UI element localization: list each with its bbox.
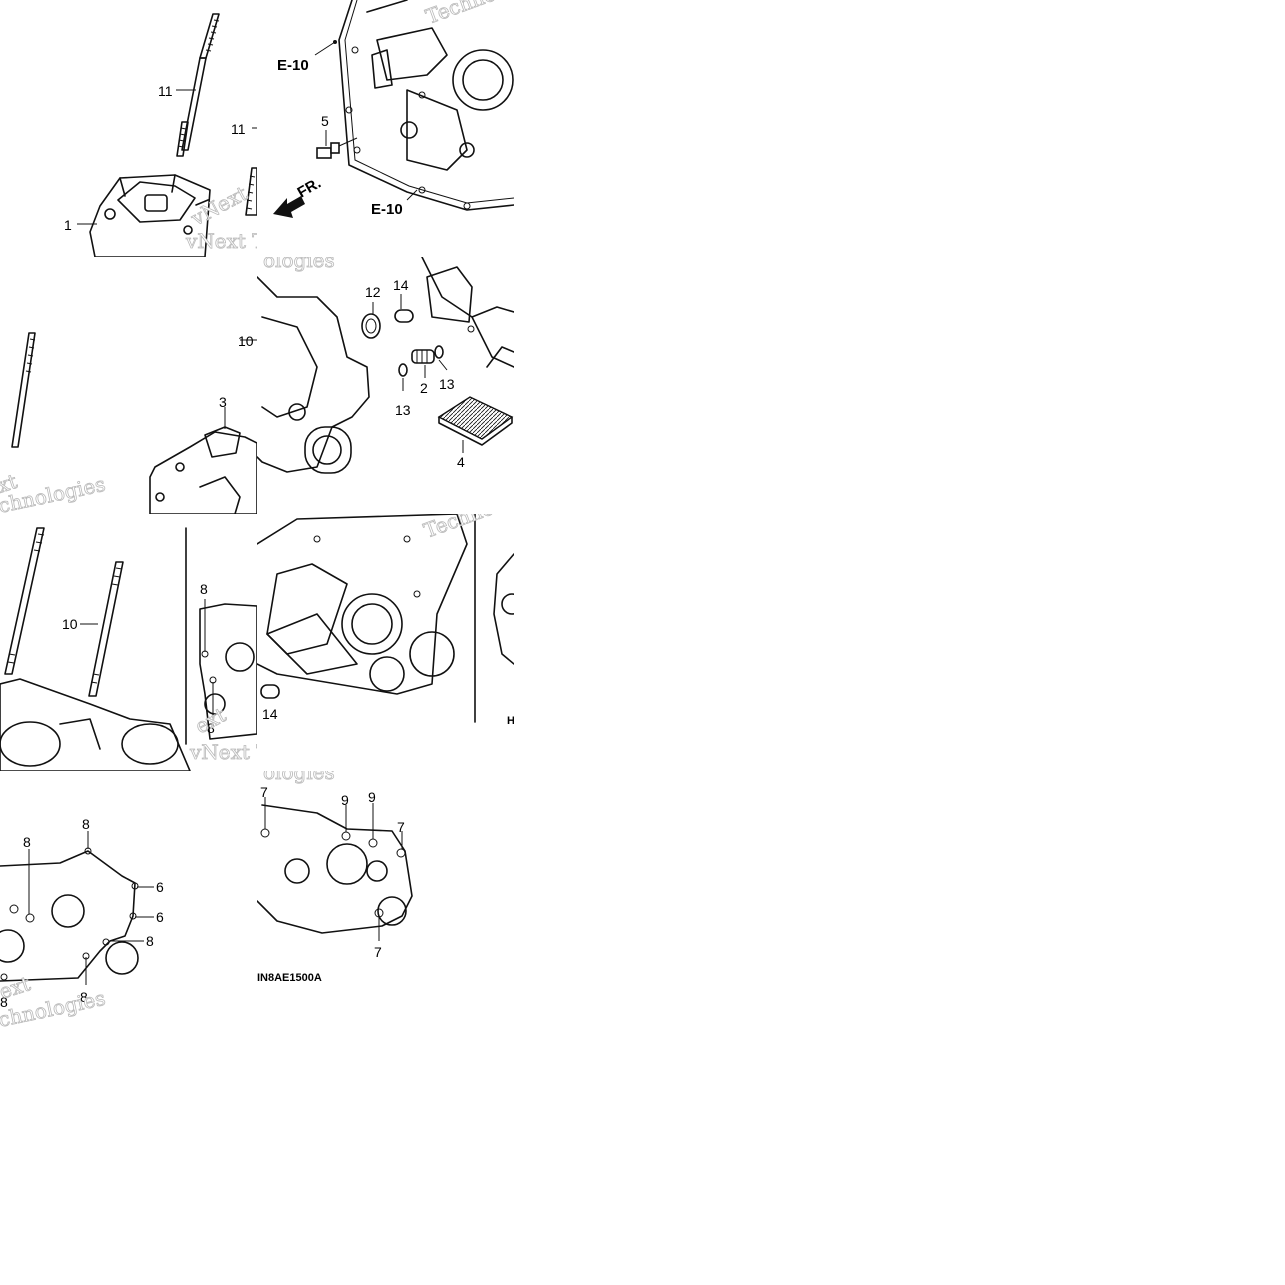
gasket-edge xyxy=(493,553,514,665)
stud-bolt-10 xyxy=(11,332,36,448)
reference-dot xyxy=(333,40,337,44)
gasket-diagram-right xyxy=(257,804,413,934)
callout-label: 13 xyxy=(439,376,455,392)
front-direction-arrow: FR. xyxy=(273,175,324,218)
callout-label: 7 xyxy=(260,784,268,800)
diagram-tile-upper-left: 11 1 11 vNext Te vNext xyxy=(0,0,257,257)
watermark-text: chnologies xyxy=(0,472,107,514)
cylinder-head xyxy=(0,678,191,771)
callout-label: 8 xyxy=(146,933,154,949)
callout-label: 12 xyxy=(365,284,381,300)
watermark-text: ologies xyxy=(263,771,335,784)
gasket-diagram xyxy=(0,847,139,982)
callout-label: 4 xyxy=(457,454,465,470)
watermark-text: vNext xyxy=(186,181,251,231)
reference-label-e10: E-10 xyxy=(277,57,309,74)
watermark-text: vNext Tec xyxy=(189,740,257,764)
callout-label: 8 xyxy=(0,994,8,1010)
callout-label: 1 xyxy=(64,217,72,233)
o-ring-13 xyxy=(398,345,444,377)
diagram-tile-lower-left: 10 8 8 vNext Tec ext xyxy=(0,514,257,771)
callout-label: 8 xyxy=(23,834,31,850)
diagram-tile-lower-right: 14 H Techno xyxy=(257,514,514,771)
crankcase-outline xyxy=(338,0,514,211)
crankcase-left xyxy=(257,276,370,474)
dowel-pin-14 xyxy=(394,309,414,323)
callout-label: 10 xyxy=(62,616,78,632)
callout-label: 8 xyxy=(200,581,208,597)
oil-pressure-switch-5 xyxy=(316,130,358,159)
callout-label: 5 xyxy=(321,113,329,129)
oil-seal-12 xyxy=(361,313,381,339)
callout-label: 2 xyxy=(420,380,428,396)
callout-label: 6 xyxy=(156,879,164,895)
callout-label: 14 xyxy=(262,706,278,722)
diagram-code: IN8AE1500A xyxy=(257,972,322,984)
watermark-text: Techno xyxy=(421,514,497,543)
reference-leader xyxy=(406,189,418,201)
crankcase-bottom xyxy=(257,514,468,695)
callout-label: 13 xyxy=(395,402,411,418)
watermark-text: ext xyxy=(0,971,33,1003)
diagram-tile-upper-right: 5 E-10 E-10 FR. Techno xyxy=(257,0,514,257)
callout-label: 9 xyxy=(341,792,349,808)
crankcase-half-3 xyxy=(149,426,257,514)
stud-bolts xyxy=(4,527,124,697)
gasket-outline-8 xyxy=(185,527,257,745)
callout-label: 8 xyxy=(80,989,88,1005)
callout-label: 9 xyxy=(368,789,376,805)
callout-label: 8 xyxy=(207,720,215,736)
stud-bolt-11 xyxy=(176,13,220,157)
callout-label: 8 xyxy=(82,816,90,832)
crankcase-right xyxy=(421,257,514,368)
reference-label-e10: E-10 xyxy=(371,201,403,218)
callout-label: 7 xyxy=(397,819,405,835)
oil-strainer-4 xyxy=(437,396,514,446)
cylinder-block-1 xyxy=(89,174,211,257)
diagram-tile-middle-right: 12 14 2 13 13 4 ologies xyxy=(257,257,514,514)
diagram-tile-middle-left: 3 10 xt chnologies xyxy=(0,257,257,514)
callout-label: 6 xyxy=(156,909,164,925)
callout-label: 14 xyxy=(393,277,409,293)
watermark-text: vNext Te xyxy=(185,229,257,253)
reference-leader xyxy=(314,41,336,56)
callout-label: 10 xyxy=(238,333,254,349)
diagram-tile-bottom-left: 8 8 6 6 8 8 8 ext chnologies xyxy=(0,771,257,1028)
callout-label: 11 xyxy=(231,121,246,137)
orifice-2 xyxy=(411,349,435,364)
callout-label: 3 xyxy=(219,394,227,410)
diagram-tile-bottom-right: 7 9 9 7 7 IN8AE1500A ologies xyxy=(257,771,514,1028)
stud-bolt-11-right xyxy=(245,167,257,216)
callout-label: 11 xyxy=(158,83,173,99)
dowel-pin-14 xyxy=(260,684,280,699)
callout-label: 7 xyxy=(374,944,382,960)
callout-label: H xyxy=(507,715,514,727)
watermark-text: Techno xyxy=(423,0,499,29)
watermark-text: ologies xyxy=(263,257,335,272)
